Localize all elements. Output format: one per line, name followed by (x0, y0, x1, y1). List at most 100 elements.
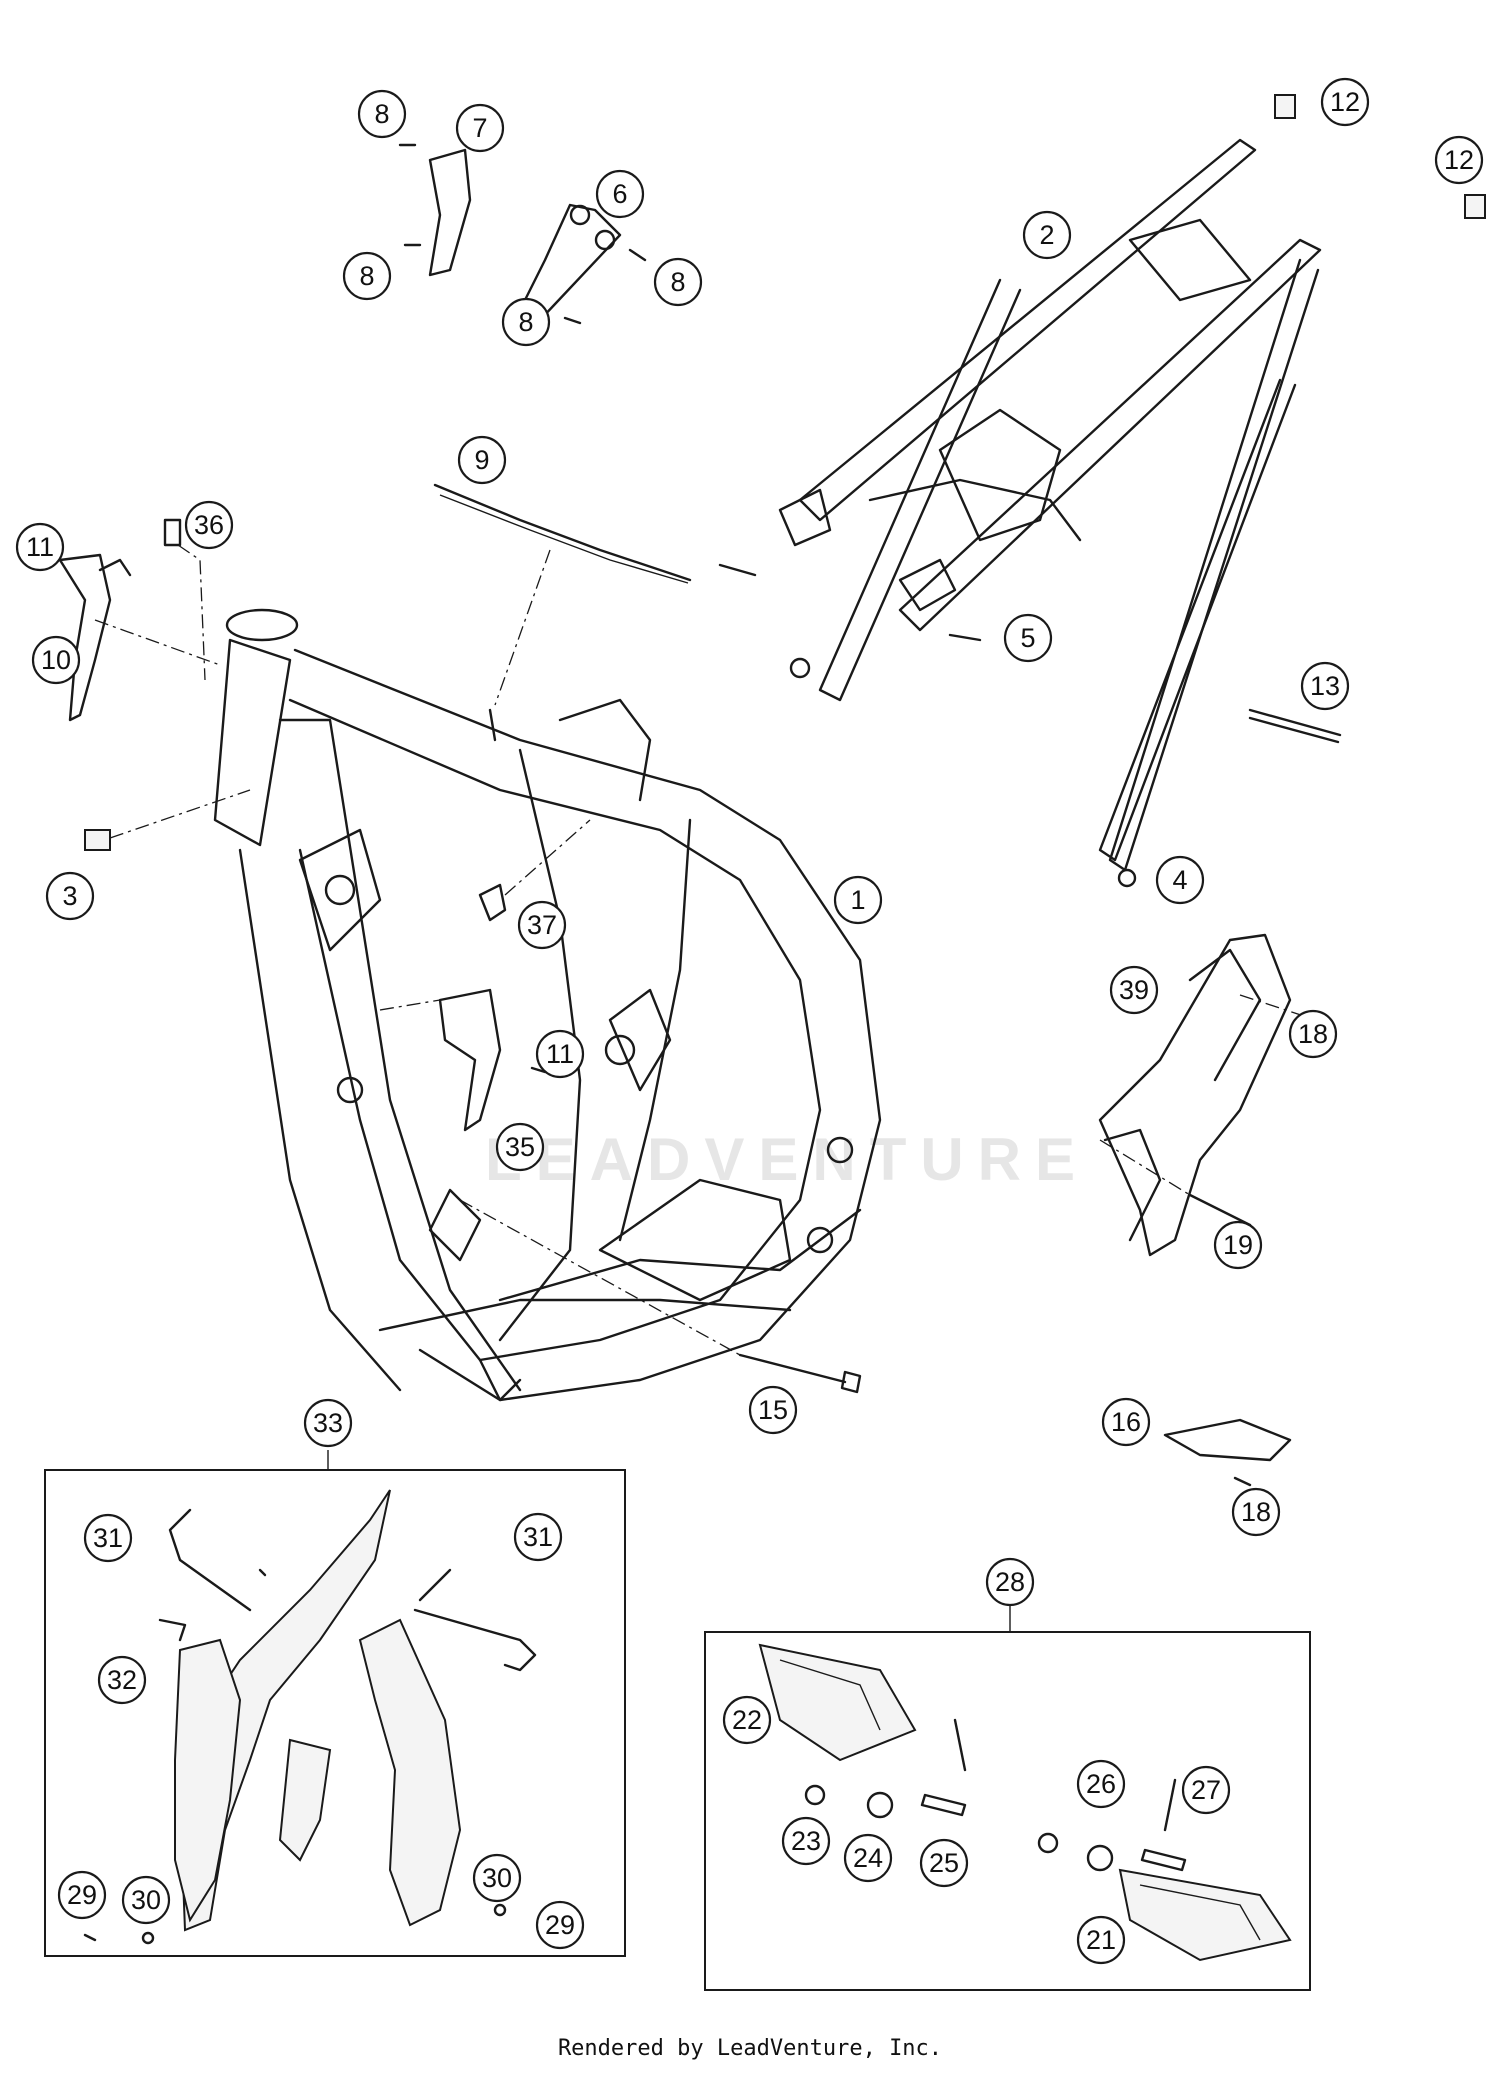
svg-text:15: 15 (758, 1395, 788, 1425)
callout-29b: 29 (535, 1900, 585, 1950)
parts-6-7-brackets (398, 143, 647, 325)
callout-19: 19 (1213, 1220, 1263, 1270)
callout-35: 35 (495, 1122, 545, 1172)
callout-6: 6 (595, 169, 645, 219)
callout-1: 1 (833, 875, 883, 925)
callout-37: 37 (517, 900, 567, 950)
svg-text:24: 24 (853, 1843, 883, 1873)
svg-text:23: 23 (791, 1826, 821, 1856)
svg-text:16: 16 (1111, 1407, 1141, 1437)
svg-text:32: 32 (107, 1665, 137, 1695)
callout-9: 9 (457, 435, 507, 485)
svg-text:33: 33 (313, 1408, 343, 1438)
svg-text:26: 26 (1086, 1769, 1116, 1799)
part-11-screw-b (530, 1066, 547, 1074)
callout-4: 4 (1155, 855, 1205, 905)
callout-8d: 8 (501, 297, 551, 347)
part-16-guide (1163, 1418, 1292, 1462)
svg-text:11: 11 (546, 1039, 574, 1069)
callout-16: 16 (1101, 1397, 1151, 1447)
callout-29a: 29 (57, 1870, 107, 1920)
svg-text:27: 27 (1191, 1775, 1221, 1805)
svg-text:25: 25 (929, 1848, 959, 1878)
svg-text:22: 22 (732, 1705, 762, 1735)
svg-text:29: 29 (67, 1880, 97, 1910)
svg-text:7: 7 (472, 113, 487, 143)
callout-12b: 12 (1434, 135, 1484, 185)
watermark: LEADVENTURE (485, 1126, 1089, 1193)
svg-text:29: 29 (545, 1910, 575, 1940)
svg-text:8: 8 (359, 261, 374, 291)
callout-25: 25 (919, 1838, 969, 1888)
svg-text:9: 9 (474, 445, 489, 475)
part-36-shape (163, 518, 182, 547)
svg-text:5: 5 (1020, 623, 1035, 653)
group-box-28 (704, 1631, 1311, 1991)
callout-18a: 18 (1288, 1009, 1338, 1059)
svg-text:18: 18 (1241, 1497, 1271, 1527)
callout-27: 27 (1181, 1765, 1231, 1815)
svg-text:31: 31 (93, 1523, 123, 1553)
svg-text:8: 8 (518, 307, 533, 337)
svg-text:6: 6 (612, 179, 627, 209)
svg-text:10: 10 (41, 645, 71, 675)
svg-text:21: 21 (1086, 1925, 1116, 1955)
callout-18b: 18 (1231, 1487, 1281, 1537)
callout-31a: 31 (83, 1513, 133, 1563)
part-13-pin (1248, 708, 1342, 737)
callout-12a: 12 (1320, 77, 1370, 127)
svg-text:8: 8 (670, 267, 685, 297)
callout-23: 23 (781, 1816, 831, 1866)
part-35-shape (438, 988, 502, 1132)
svg-text:12: 12 (1444, 145, 1474, 175)
part-12-bushing-b (1464, 194, 1486, 219)
callout-21: 21 (1076, 1915, 1126, 1965)
part-12-bushing-a (1274, 94, 1296, 119)
callout-31b: 31 (513, 1512, 563, 1562)
part-15-bolt (459, 1199, 862, 1394)
footrest-drawing (758, 1643, 1292, 1962)
svg-text:39: 39 (1119, 975, 1149, 1005)
callout-28: 28 (985, 1557, 1035, 1607)
svg-text:31: 31 (523, 1522, 553, 1552)
part-10-bracket (23, 546, 221, 722)
callout-11a: 11 (15, 522, 65, 572)
footer-credit: Rendered by LeadVenture, Inc. (557, 2036, 943, 2061)
callout-32: 32 (97, 1655, 147, 1705)
callout-24: 24 (843, 1833, 893, 1883)
callout-36: 36 (184, 500, 234, 550)
svg-text:37: 37 (527, 910, 557, 940)
group-box-33 (44, 1469, 626, 1957)
svg-text:30: 30 (131, 1885, 161, 1915)
svg-text:13: 13 (1310, 671, 1340, 701)
svg-text:35: 35 (505, 1132, 535, 1162)
svg-text:4: 4 (1172, 865, 1187, 895)
callout-13: 13 (1300, 661, 1350, 711)
subframe-drawing (718, 138, 1322, 888)
part-9-cable (433, 483, 692, 742)
main-frame-drawing (213, 608, 882, 1402)
callout-33: 33 (303, 1398, 353, 1448)
callout-10: 10 (31, 635, 81, 685)
svg-text:11: 11 (26, 532, 54, 562)
part-3-shape (84, 829, 111, 851)
callout-30a: 30 (121, 1875, 171, 1925)
svg-text:8: 8 (374, 99, 389, 129)
callout-5: 5 (1003, 613, 1053, 663)
part-39-chain-slider (1098, 933, 1311, 1257)
callout-11b: 11 (535, 1029, 585, 1079)
callout-3: 3 (45, 871, 95, 921)
svg-text:19: 19 (1223, 1230, 1253, 1260)
callout-8c: 8 (653, 257, 703, 307)
part-37-shape (478, 883, 507, 922)
callout-8b: 8 (342, 251, 392, 301)
svg-text:3: 3 (62, 881, 77, 911)
callout-8a: 8 (357, 89, 407, 139)
svg-text:36: 36 (194, 510, 224, 540)
callout-7: 7 (455, 103, 505, 153)
svg-text:2: 2 (1039, 220, 1054, 250)
svg-text:12: 12 (1330, 87, 1360, 117)
watermark-text: LEADVENTURE (485, 1126, 1089, 1193)
svg-text:1: 1 (850, 885, 865, 915)
